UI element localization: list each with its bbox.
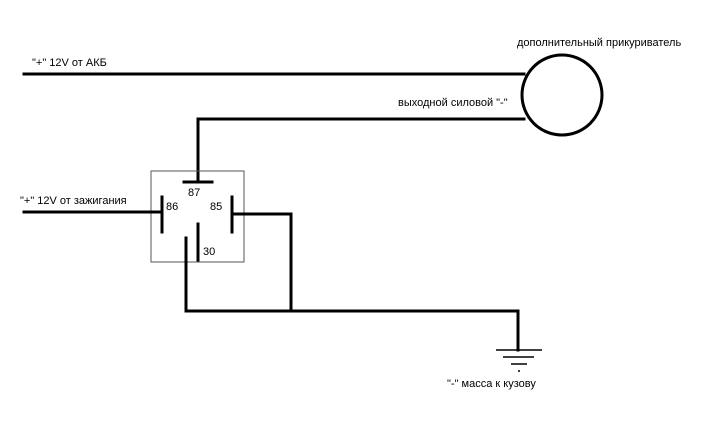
- ignition-plus-label: "+" 12V от зажигания: [20, 195, 127, 207]
- relay-pin86-label: 86: [166, 201, 178, 213]
- relay-pin85-label: 85: [210, 201, 222, 213]
- relay-pin87-label: 87: [188, 187, 200, 199]
- ground-label: "-" масса к кузову: [447, 378, 536, 390]
- relay-pin30-label: 30: [203, 246, 215, 258]
- battery-plus-label: "+" 12V от АКБ: [32, 57, 107, 69]
- relay-box: [150, 170, 245, 263]
- accessory-socket-label: дополнительный прикуриватель: [517, 37, 681, 49]
- accessory-socket-circle: [520, 53, 604, 137]
- output-minus-label: выходной силовой "-": [398, 97, 508, 109]
- ground-symbol-dot: [518, 370, 520, 372]
